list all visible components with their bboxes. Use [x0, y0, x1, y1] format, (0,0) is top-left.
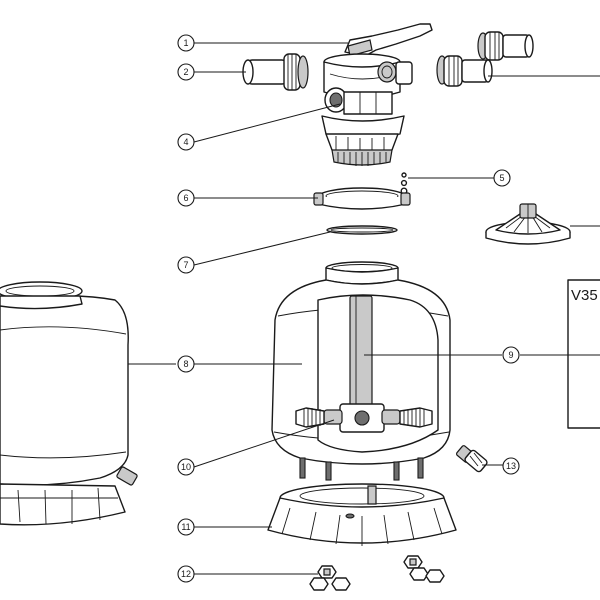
svg-text:5: 5	[499, 173, 504, 183]
main-filter-tank	[271, 261, 451, 481]
callout-7: 7	[177, 256, 195, 274]
callout-4: 4	[177, 133, 195, 151]
svg-text:1: 1	[183, 38, 188, 48]
union-fitting-right-lower	[436, 55, 493, 87]
svg-text:8: 8	[183, 359, 188, 369]
callout-1: 1	[177, 34, 195, 52]
union-fitting-left	[242, 53, 309, 91]
drain-assembly	[455, 445, 488, 473]
callout-9: 9	[502, 346, 520, 364]
clamp-ring	[313, 187, 411, 210]
svg-text:13: 13	[506, 461, 516, 471]
callout-5: 5	[493, 169, 511, 187]
diffuser	[485, 203, 571, 245]
svg-text:12: 12	[181, 569, 191, 579]
svg-text:9: 9	[508, 350, 513, 360]
svg-text:4: 4	[183, 137, 188, 147]
svg-text:6: 6	[183, 193, 188, 203]
callout-6: 6	[177, 189, 195, 207]
valve-handle	[344, 23, 433, 57]
svg-text:2: 2	[183, 67, 188, 77]
callout-8: 8	[177, 355, 195, 373]
lateral-assembly	[295, 403, 433, 433]
svg-text:7: 7	[183, 260, 188, 270]
callout-12: 12	[177, 565, 195, 583]
callout-13: 13	[502, 457, 520, 475]
left-tank-assembly	[0, 281, 138, 526]
svg-text:11: 11	[181, 522, 190, 532]
callout-10: 10	[177, 458, 195, 476]
side-box-label: V35	[571, 287, 598, 304]
svg-text:10: 10	[181, 462, 191, 472]
leader-lines	[128, 42, 600, 575]
multiport-valve	[321, 53, 413, 166]
small-o-rings	[400, 172, 408, 195]
callout-2: 2	[177, 63, 195, 81]
union-fitting-right-upper	[477, 31, 534, 61]
tank-o-ring	[326, 225, 398, 235]
tank-base	[267, 483, 457, 546]
side-info-box: V35	[567, 279, 600, 429]
base-clips	[309, 555, 445, 591]
callout-11: 11	[177, 518, 195, 536]
